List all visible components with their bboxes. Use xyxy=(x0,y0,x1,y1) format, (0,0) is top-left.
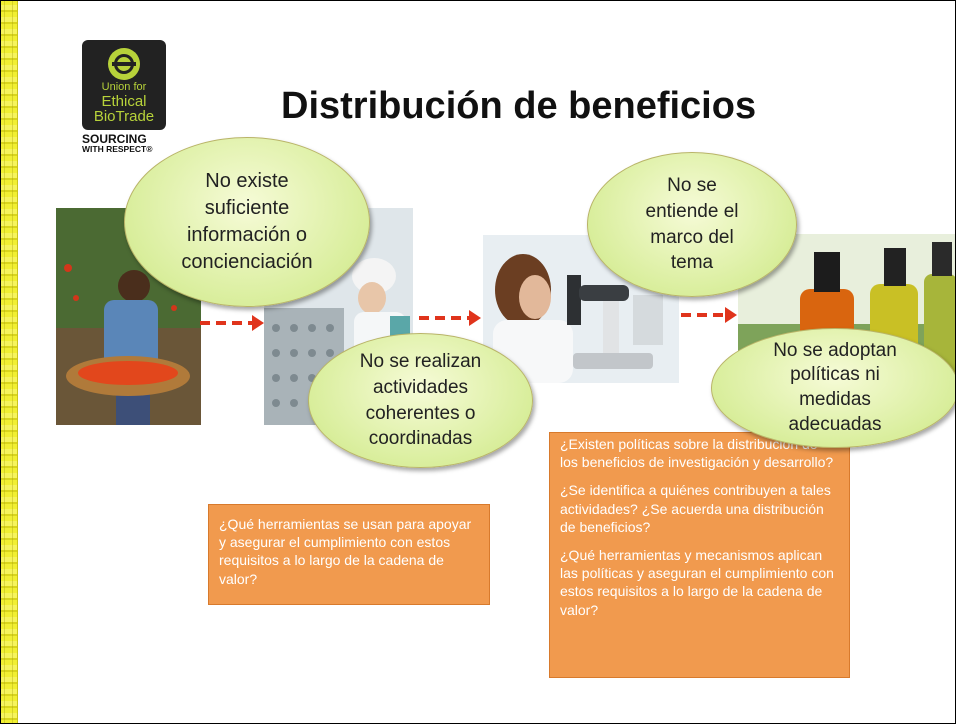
photo-farmer-basket xyxy=(56,208,201,425)
bubble-1-line-2: suficiente xyxy=(204,197,290,219)
tagline-line-2: WITH RESPECT® xyxy=(82,144,153,155)
bubble-1-line-1: No existe xyxy=(205,170,289,192)
bubble-2-line-3: coherentes o xyxy=(365,402,476,424)
arrow-1-icon xyxy=(200,315,264,331)
question-box-herramientas: ¿Qué herramientas se usan para apoyar y … xyxy=(208,504,490,605)
bubble-1-line-3: información o xyxy=(186,224,308,246)
arrow-2-icon xyxy=(419,310,481,326)
bubble-4-line-1: No se adoptan xyxy=(773,339,897,361)
bubble-1-line-4: concienciación xyxy=(181,251,313,273)
slide-title: Distribución de beneficios xyxy=(281,85,757,127)
bubble-3-line-2: entiende el xyxy=(645,200,739,222)
decorative-left-band xyxy=(1,1,18,723)
question-mecanismos: ¿Qué herramientas y mecanismos aplican l… xyxy=(560,546,834,618)
logo-line-2: Ethical xyxy=(101,92,147,110)
bubble-3-line-1: No se xyxy=(667,175,717,197)
question-contribuyen: ¿Se identifica a quiénes contribuyen a t… xyxy=(560,482,831,535)
bubble-4-line-4: adecuadas xyxy=(788,413,882,435)
callout-bubble-marco: No se entiende el marco del tema xyxy=(587,152,797,297)
ethical-biotrade-logo: Union for Ethical BioTrade xyxy=(82,40,166,130)
bubble-4-line-3: medidas xyxy=(799,389,871,410)
tagline-line-1: SOURCING xyxy=(82,132,147,146)
arrow-3-icon xyxy=(681,307,737,323)
bubble-4-line-2: políticas ni xyxy=(790,364,880,386)
bubble-2-line-2: actividades xyxy=(372,376,469,398)
callout-bubble-politicas: No se adoptan políticas ni medidas adecu… xyxy=(711,328,955,448)
question-politicas: ¿Existen políticas sobre la distribución… xyxy=(560,436,834,471)
ethical-biotrade-logo-icon xyxy=(108,48,140,80)
logo-text: Union for Ethical BioTrade xyxy=(86,81,162,126)
bubble-3-line-4: tema xyxy=(670,252,714,274)
bubble-2-line-1: No se realizan xyxy=(359,351,482,373)
logo-line-3: BioTrade xyxy=(93,108,155,126)
bubble-3-line-3: marco del xyxy=(650,226,734,248)
logo-tagline: SOURCING WITH RESPECT® xyxy=(82,132,153,155)
callout-bubble-informacion: No existe suficiente información o conci… xyxy=(124,137,370,307)
callout-bubble-actividades: No se realizan actividades coherentes o … xyxy=(308,333,533,468)
logo-line-1: Union for xyxy=(101,81,147,93)
bubble-2-line-4: coordinadas xyxy=(368,428,473,450)
question-box-politicas: ¿Existen políticas sobre la distribución… xyxy=(549,432,850,678)
